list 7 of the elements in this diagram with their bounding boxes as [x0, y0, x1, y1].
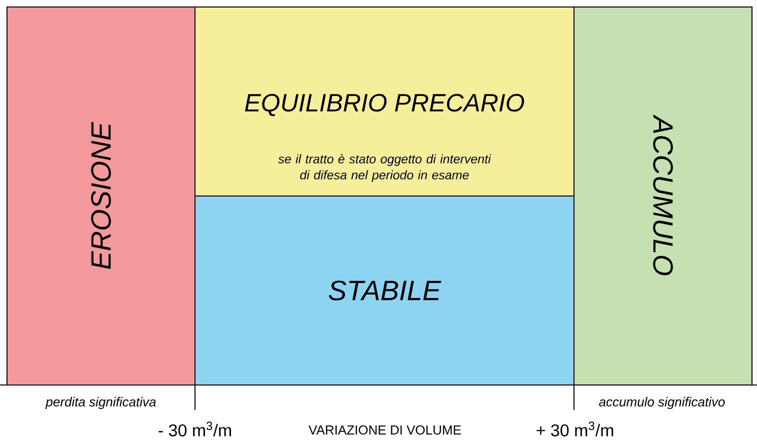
axis-title: VARIAZIONE DI VOLUME	[308, 425, 461, 435]
zone-box: EQUILIBRIO PRECARIO se il tratto è stato oggetto di interventi di difesa nel periodo in esame	[194, 6, 574, 196]
zone-box: EROSIONE	[6, 6, 196, 386]
scale-value: + 30 m$^{3}$/m	[536, 422, 614, 436]
caption: accumulo significativo	[599, 396, 725, 410]
zone-box: ACCUMULO	[574, 6, 752, 386]
scale-value: - 30 m$^{3}$/m	[158, 422, 231, 436]
